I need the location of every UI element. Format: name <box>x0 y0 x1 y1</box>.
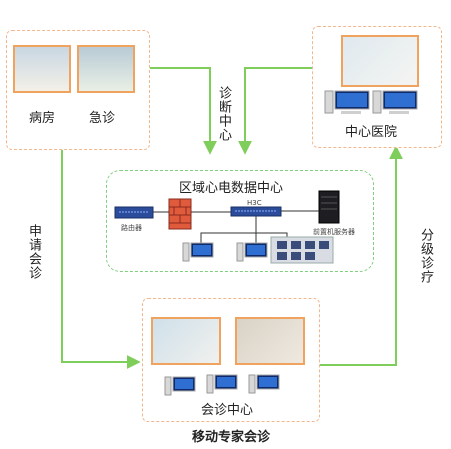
server-label: 前置机服务器 <box>313 228 355 236</box>
regional-center-box: 区域心电数据中心 <box>106 170 374 272</box>
consult-center-box: 会诊中心 <box>142 298 320 422</box>
diagnosis-center-label: 诊断中心 <box>216 86 231 142</box>
ward-label: 病房 <box>29 111 56 126</box>
mobile-experts-label: 移动专家会诊 <box>192 430 271 445</box>
arrow-apply-consult <box>61 148 141 369</box>
router-label: 路由器 <box>121 224 142 232</box>
arrow-central-to-center <box>238 67 312 155</box>
consult-computers <box>164 374 280 396</box>
apply-consult-label: 申请会诊 <box>26 224 41 280</box>
referral-label: 分级诊疗 <box>418 228 433 284</box>
network-diagram <box>114 190 340 264</box>
consult-doctor-photo-1 <box>151 317 221 365</box>
regional-center-label: 区域心电数据中心 <box>179 181 284 196</box>
consult-center-label: 会诊中心 <box>201 403 254 418</box>
central-hospital-box: 中心医院 <box>312 26 442 148</box>
emergency-label: 急诊 <box>89 111 116 126</box>
arrow-referral <box>318 145 403 366</box>
central-hospital-label: 中心医院 <box>345 125 398 140</box>
computer-icon <box>324 90 418 114</box>
switch-label: H3C <box>247 199 262 207</box>
consult-doctor-photo-2 <box>235 317 305 365</box>
arrow-hospital-to-center <box>148 67 217 155</box>
ward-emergency-box: 病房 急诊 <box>6 30 150 150</box>
doctor-photo <box>341 35 419 87</box>
ward-photo <box>13 45 71 93</box>
emergency-photo <box>77 45 135 93</box>
